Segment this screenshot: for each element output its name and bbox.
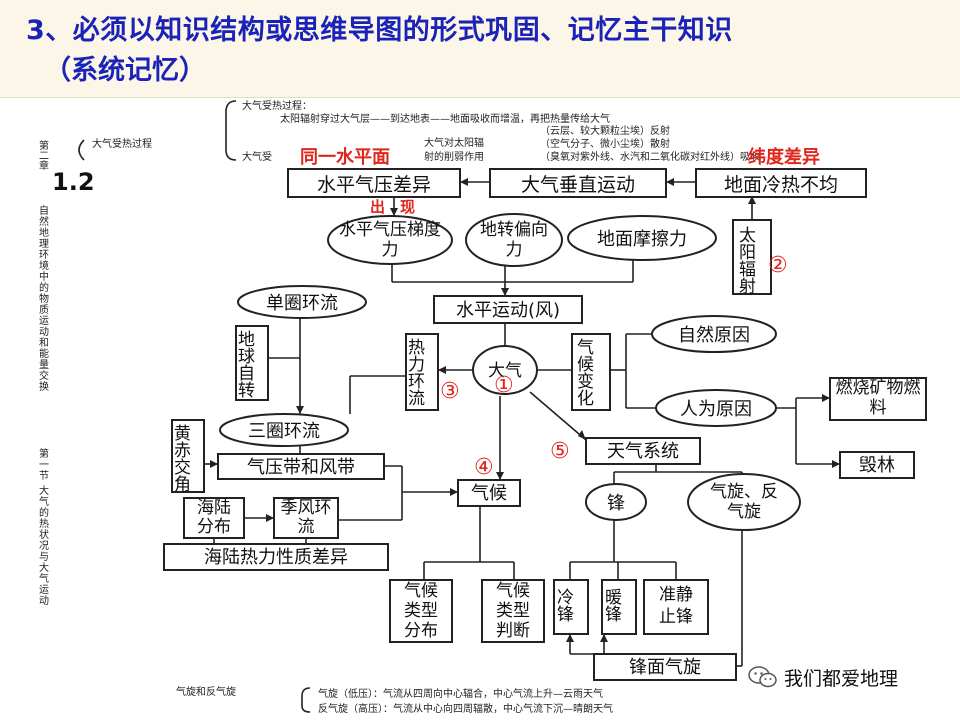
node-human-causes: 人为原因 (680, 399, 752, 420)
node-climate-type-dist: 气候类型分布 (404, 581, 438, 641)
node-single-cell: 单圈环流 (266, 293, 338, 314)
node-coriolis: 地转偏向力 (480, 220, 548, 260)
node-ground-uneven: 地面冷热不均 (724, 174, 838, 196)
node-pgf: 水平气压梯度力 (339, 220, 441, 260)
side-lesson-title: 第一节 大气的热状况与大气运动 (37, 447, 49, 606)
node-frontal-cyclone: 锋面气旋 (629, 657, 701, 678)
side-chapter-title: 自然地理环境中的物质运动和能量交换 (37, 204, 49, 392)
top-note-line1: 大气受热过程： (242, 99, 312, 112)
node-climate: 气候 (471, 483, 507, 504)
annotation-appear: 出 现 (370, 198, 415, 216)
top-note-line7: 射的削弱作用 (424, 150, 484, 163)
annotation-lat-diff: 纬度差异 (748, 146, 820, 168)
node-monsoon: 季风环流 (280, 498, 332, 537)
connectors (204, 178, 840, 667)
node-land-sea-heat: 海陆热力性质差异 (204, 547, 348, 568)
watermark: 我们都爱地理 (748, 664, 898, 690)
node-deforestation: 毁林 (859, 455, 895, 476)
top-brace-label: 大气受热过程 (92, 137, 152, 150)
bottom-note-line1: 气旋（低压）：气流从四周向中心辐合，中心气流上升—云雨天气 (318, 687, 603, 700)
top-note-line2: 太阳辐射穿过大气层——到达地表——地面吸收而增温，再把热量传给大气 (280, 112, 610, 125)
top-note-line6: （臭氧对紫外线、水汽和二氧化碳对红外线）吸收 (540, 150, 760, 163)
top-note-line8: 大气受 (242, 150, 272, 163)
node-pressure-belts: 气压带和风带 (247, 457, 355, 478)
node-land-sea: 海陆分布 (197, 498, 231, 537)
slide-subtitle: （系统记忆） (44, 55, 206, 86)
node-natural-causes: 自然原因 (678, 325, 750, 346)
node-climate-type-judge: 气候类型判断 (496, 581, 530, 641)
node-vertical-motion: 大气垂直运动 (521, 174, 635, 196)
bottom-note-label: 气旋和反气旋 (176, 685, 236, 698)
node-thermal-circ: 热力环流 (404, 338, 425, 406)
top-note-line4: （云层、较大颗粒尘埃）反射 (540, 124, 670, 137)
bottom-note-line2: 反气旋（高压）：气流从中心向四周辐散，中心气流下沉—晴朗天气 (318, 702, 613, 715)
node-atmosphere: 大气 (488, 361, 522, 381)
marker-5: ⑤ (550, 439, 570, 464)
slide-header: 3、必须以知识结构或思维导图的形式巩固、记忆主干知识 （系统记忆） (0, 0, 960, 98)
marker-4: ④ (474, 455, 494, 480)
side-section-no: 1.2 (52, 168, 95, 196)
node-cyclone: 气旋、反气旋 (710, 482, 778, 522)
marker-1: ① (494, 373, 514, 398)
side-chapter: 第二章 (37, 139, 49, 170)
node-stationary-front: 准静止锋 (659, 585, 693, 627)
node-front: 锋 (607, 493, 625, 514)
node-warm-front: 暖锋 (601, 588, 622, 622)
node-burning-fuel: 燃烧矿物燃料 (835, 378, 921, 418)
watermark-text: 我们都爱地理 (784, 667, 899, 690)
annotation-same-level: 同一水平面 (300, 146, 390, 168)
top-note-line5: （空气分子、微小尘埃）散射 (540, 137, 670, 150)
wechat-icon (748, 666, 777, 688)
node-climate-change: 气候变化 (573, 338, 594, 406)
node-horiz-motion: 水平运动(风) (456, 300, 560, 321)
marker-2: ② (768, 253, 788, 278)
node-three-cell: 三圈环流 (248, 421, 320, 442)
node-weather-system: 天气系统 (607, 441, 679, 462)
node-horiz-pressure-diff: 水平气压差异 (317, 174, 431, 196)
marker-3: ③ (440, 379, 460, 404)
node-friction: 地面摩擦力 (597, 229, 687, 250)
slide-title: 3、必须以知识结构或思维导图的形式巩固、记忆主干知识 (26, 15, 733, 46)
node-earth-rotation: 地球自转 (234, 330, 255, 398)
node-ecliptic: 黄赤交角 (170, 424, 191, 493)
node-solar-radiation: 太阳辐射 (735, 226, 756, 295)
node-cold-front: 冷锋 (553, 588, 574, 622)
top-note-line3: 大气对太阳辐 (424, 136, 484, 149)
